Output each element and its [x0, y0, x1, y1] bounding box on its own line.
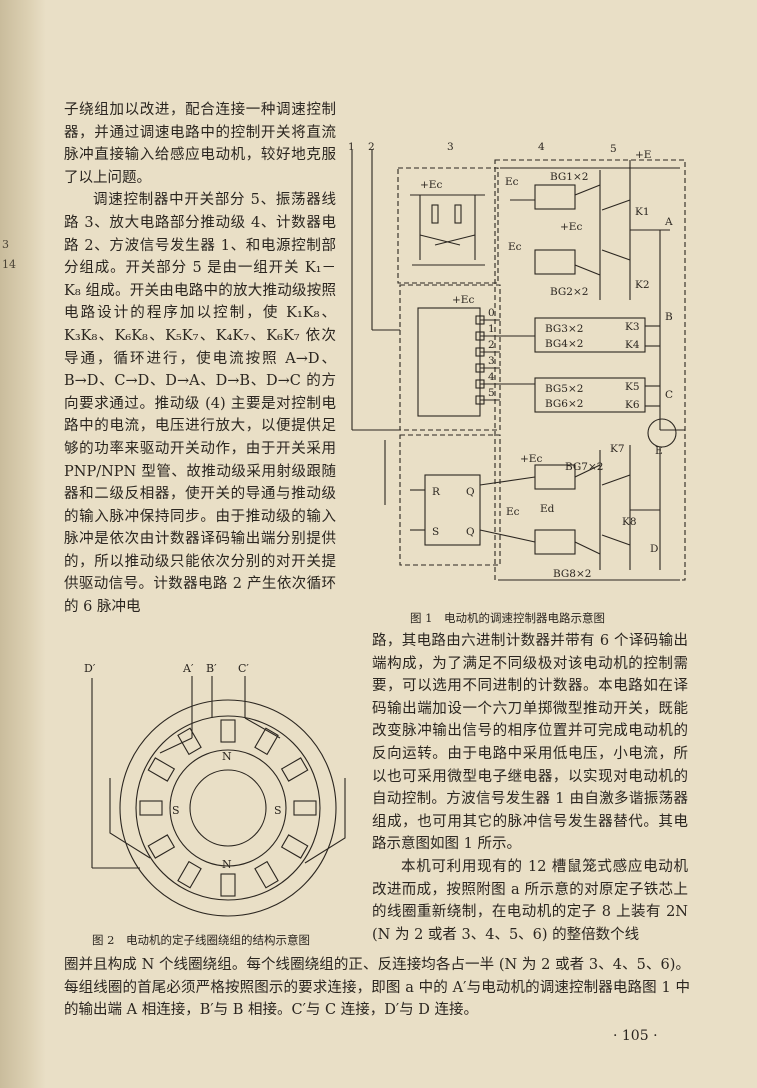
- figure-2-stator: D′ A′ B′ C′ N N S S: [84, 662, 346, 917]
- fig2-label: N: [222, 750, 232, 763]
- fig1-label: BG7×2: [565, 461, 603, 473]
- margin-mark: 14: [2, 258, 16, 271]
- fig1-label: K7: [610, 443, 625, 455]
- bottom-text: 圈并且构成 N 个线圈绕组。每个线圈绕组的正、反连接均各占一半 (N 为 2 或…: [64, 954, 690, 1022]
- fig2-label: S: [274, 804, 282, 817]
- figure-1-circuit: 1 2 3 4 5 +E +Ec Ec BG1×2 +Ec Ec BG2×2 K…: [348, 141, 686, 581]
- stator-slot: [147, 834, 176, 859]
- figure-1-caption: 图 1 电动机的调速控制器电路示意图: [410, 611, 605, 625]
- fig1-label: K1: [635, 206, 650, 218]
- fig1-label: +Ec: [560, 221, 582, 233]
- fig1-label: 2: [488, 339, 495, 351]
- fig1-label: K2: [635, 279, 650, 291]
- fig2-label: A′: [182, 662, 194, 675]
- fig1-label: 0: [488, 307, 495, 319]
- fig2-label: C′: [238, 662, 249, 675]
- fig1-label: +Ec: [420, 179, 442, 191]
- fig1-label: K8: [622, 516, 637, 528]
- stator-slot: [220, 719, 236, 743]
- stator-slot: [254, 860, 279, 889]
- fig1-label: B: [665, 311, 673, 323]
- stator-slot: [254, 727, 279, 756]
- stator-slot: [280, 834, 309, 859]
- facing-page-edge: [0, 0, 46, 1088]
- fig1-label: 2: [368, 141, 375, 153]
- stator-slot: [177, 727, 202, 756]
- margin-mark: 3: [2, 238, 9, 251]
- fig2-label: N: [222, 858, 232, 871]
- fig1-label: K4: [625, 339, 640, 351]
- fig1-label: 5: [488, 387, 495, 399]
- fig1-label: 1: [488, 323, 495, 335]
- fig1-label: A: [664, 216, 673, 228]
- fig1-label: BG1×2: [550, 171, 588, 183]
- stator-slot: [177, 860, 202, 889]
- figure-2-caption: 图 2 电动机的定子线圈绕组的结构示意图: [92, 933, 310, 947]
- fig1-label: E: [655, 445, 663, 457]
- fig1-label: Q: [466, 526, 475, 538]
- fig1-label: 3: [447, 141, 454, 153]
- fig1-label: Q: [466, 486, 475, 498]
- fig1-label: R: [432, 486, 441, 498]
- fig1-label: 5: [610, 143, 617, 155]
- fig1-label: Ec: [506, 506, 520, 518]
- paragraph: 本机可利用现有的 12 槽鼠笼式感应电动机改进而成，按照附图 a 所示意的对原定…: [372, 858, 688, 943]
- fig1-label: BG3×2: [545, 323, 583, 335]
- fig1-label: BG5×2: [545, 383, 583, 395]
- fig1-label: C: [665, 389, 673, 401]
- fig2-label: S: [172, 804, 180, 817]
- paragraph: 路，其电路由六进制计数器并带有 6 个译码输出端构成，为了满足不同级极对该电动机…: [372, 633, 688, 853]
- fig1-label: 1: [348, 141, 355, 153]
- stator-slot: [293, 800, 317, 816]
- fig1-label: 3: [488, 355, 495, 367]
- fig1-label: 4: [488, 371, 495, 383]
- fig1-label: S: [432, 526, 439, 538]
- stator-slot: [220, 873, 236, 897]
- fig1-label: K3: [625, 321, 640, 333]
- fig2-label: B′: [206, 662, 217, 675]
- fig2-label: D′: [84, 662, 96, 675]
- fig1-label: K5: [625, 381, 640, 393]
- fig1-label: +E: [635, 149, 651, 161]
- fig1-label: BG2×2: [550, 286, 588, 298]
- page-number: · 105 ·: [613, 1028, 658, 1044]
- fig1-label: BG6×2: [545, 398, 583, 410]
- paragraph: 圈并且构成 N 个线圈绕组。每个线圈绕组的正、反连接均各占一半 (N 为 2 或…: [64, 957, 690, 1019]
- fig1-label: K6: [625, 399, 640, 411]
- stator-slot: [139, 800, 163, 816]
- fig1-label: BG4×2: [545, 338, 583, 350]
- stator-slot: [280, 757, 309, 782]
- paragraph: 子绕组加以改进，配合连接一种调速控制器，并通过调速电路中的控制开关将直流脉冲直接…: [64, 102, 336, 186]
- fig1-label: Ed: [540, 503, 555, 515]
- fig1-label: +Ec: [520, 453, 542, 465]
- left-column-text: 子绕组加以改进，配合连接一种调速控制器，并通过调速电路中的控制开关将直流脉冲直接…: [64, 99, 336, 619]
- fig1-label: D: [650, 543, 658, 555]
- paragraph: 调速控制器中开关部分 5、振荡器线路 3、放大电路部分推动级 4、计数器电路 2…: [64, 192, 336, 616]
- fig1-label: BG8×2: [553, 568, 591, 580]
- fig1-label: Ec: [505, 176, 519, 188]
- right-column-text: 路，其电路由六进制计数器并带有 6 个译码输出端构成，为了满足不同级极对该电动机…: [372, 630, 688, 946]
- stator-slot: [147, 757, 176, 782]
- fig1-label: 4: [538, 141, 545, 153]
- fig1-label: Ec: [508, 241, 522, 253]
- fig1-label: +Ec: [452, 294, 474, 306]
